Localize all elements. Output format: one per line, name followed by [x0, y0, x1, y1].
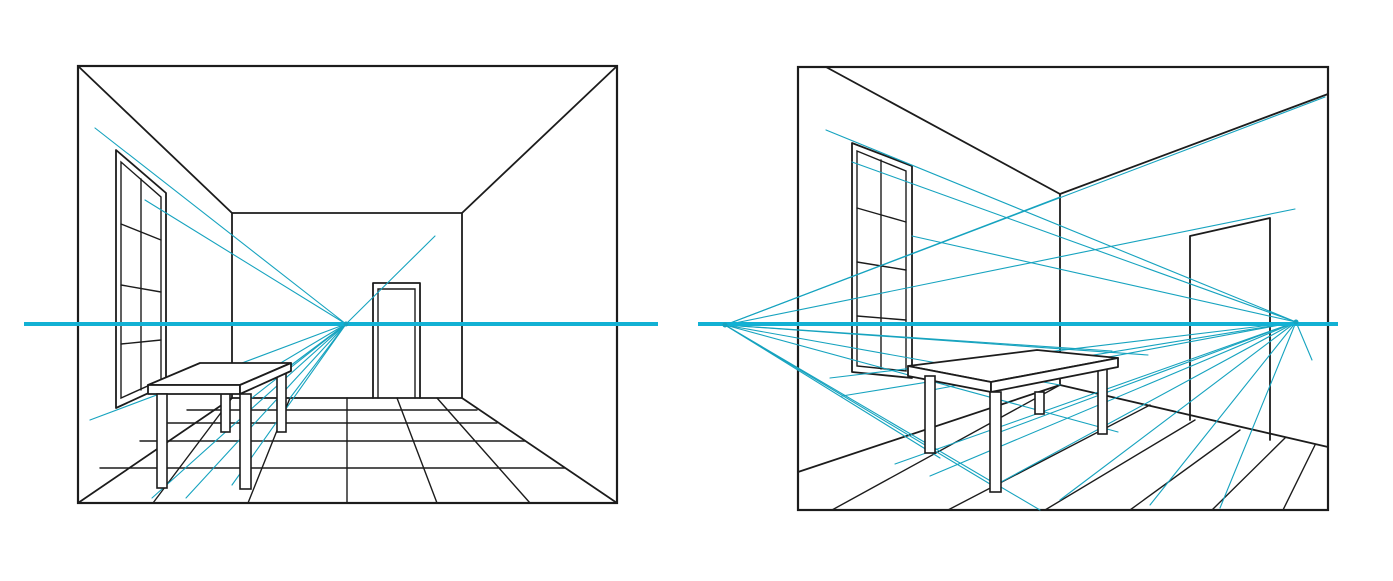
right-table — [907, 349, 1119, 493]
left-window — [115, 149, 167, 409]
right-left-vanishing-point — [722, 322, 728, 328]
one-point-perspective-figure — [24, 64, 658, 505]
right-room-frame — [796, 65, 1330, 512]
floorboards — [831, 384, 1316, 511]
left-table — [147, 362, 292, 490]
tiled-floor — [99, 397, 566, 504]
right-door — [1189, 217, 1271, 441]
left-vp-construction-lines — [724, 96, 1326, 511]
two-point-perspective-figure — [698, 65, 1338, 512]
right-vp-construction-lines — [825, 129, 1313, 509]
right-window — [851, 142, 913, 379]
right-right-vanishing-point — [1293, 319, 1299, 325]
left-construction-lines — [89, 127, 436, 499]
left-vanishing-point — [343, 321, 349, 327]
left-room-edges — [77, 65, 618, 504]
back-door — [372, 282, 421, 399]
